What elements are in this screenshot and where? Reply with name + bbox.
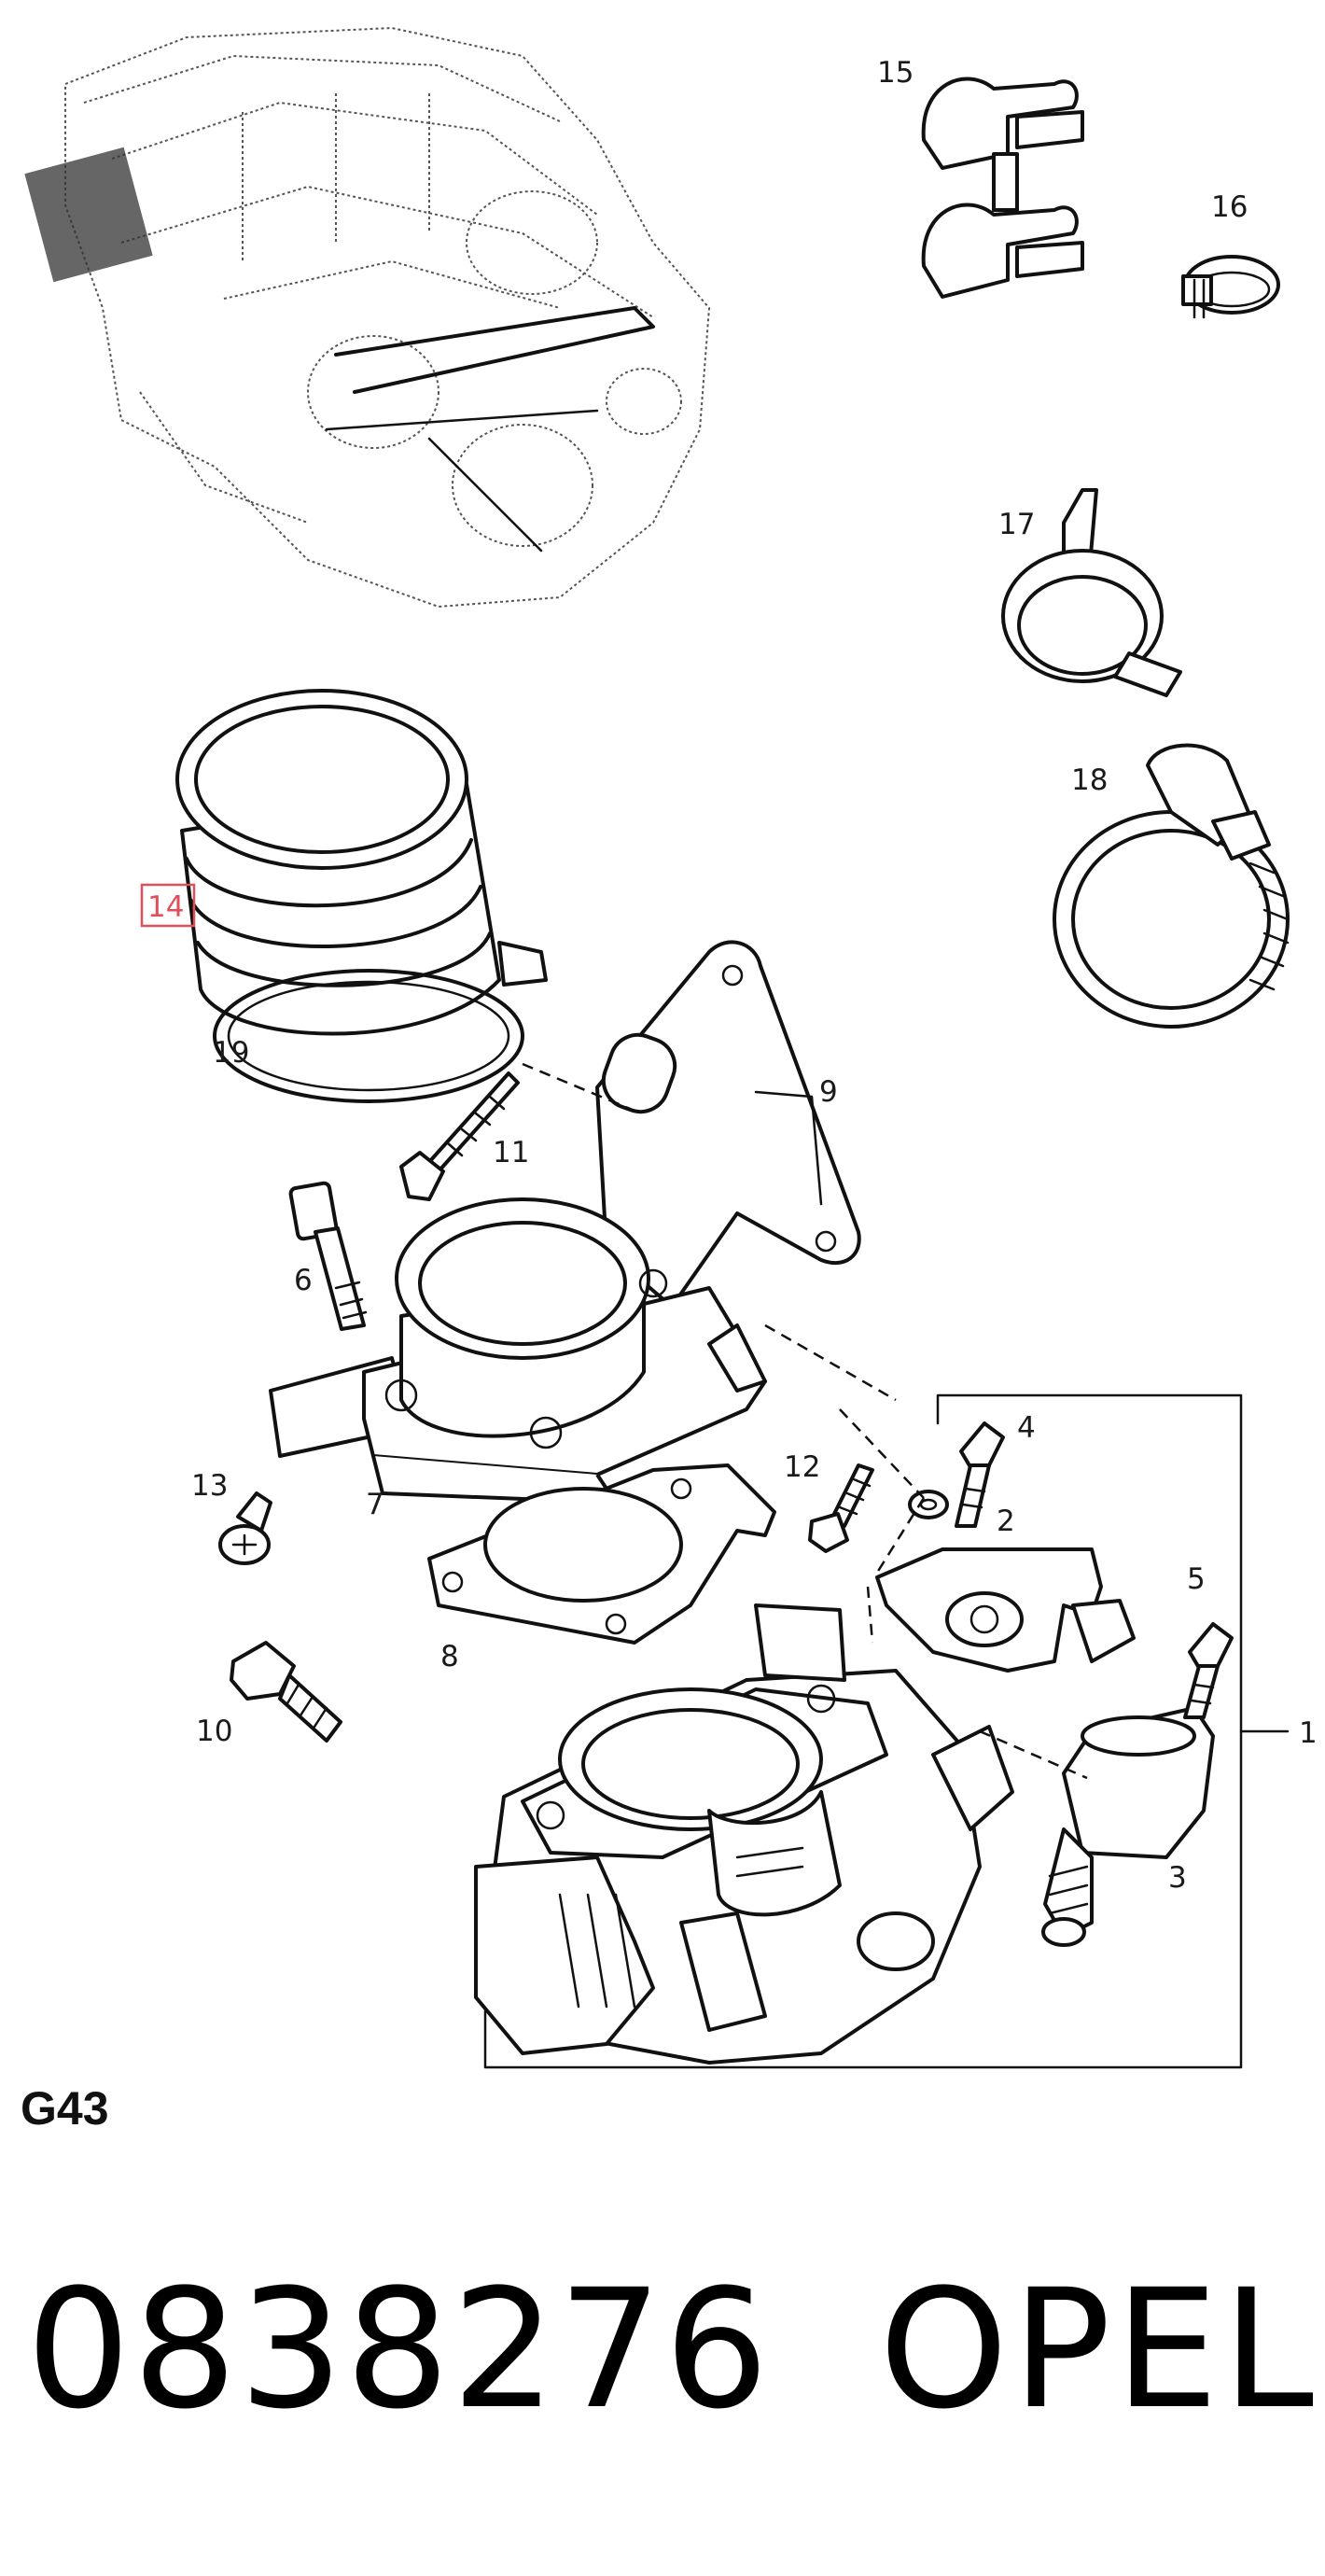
part-2-sensor <box>875 1547 1136 1673</box>
part-15-double-clip <box>921 77 1084 299</box>
callout-6[interactable]: 6 <box>294 1264 313 1297</box>
part-19-ring <box>213 969 524 1103</box>
engine-overview-sketch <box>24 26 711 609</box>
part-6-bolt <box>288 1181 368 1331</box>
callout-9[interactable]: 9 <box>819 1075 838 1109</box>
part-18-worm-clamp <box>1053 743 1290 1029</box>
callout-labels: 14 15 16 17 18 19 9 11 6 7 4 12 13 2 5 8… <box>140 56 1318 1895</box>
part-11-bolt <box>399 1071 520 1201</box>
callout-4[interactable]: 4 <box>1017 1411 1036 1445</box>
assembly-leader-lines <box>522 1062 1088 1780</box>
part-1-assembly-bracket <box>483 1393 1290 2069</box>
callout-10[interactable]: 10 <box>196 1715 232 1748</box>
part-number: 0838276 <box>26 2254 771 2445</box>
throttle-body-housing <box>474 1603 1014 2065</box>
part-14-intake-boot <box>175 689 548 1036</box>
part-13-screw <box>218 1491 272 1565</box>
callout-3[interactable]: 3 <box>1168 1861 1187 1895</box>
callout-5[interactable]: 5 <box>1187 1562 1206 1596</box>
callout-8[interactable]: 8 <box>440 1640 459 1673</box>
part-16-small-clamp <box>1181 255 1280 319</box>
callout-1[interactable]: 1 <box>1299 1716 1318 1750</box>
callout-2[interactable]: 2 <box>997 1505 1015 1538</box>
callout-13[interactable]: 13 <box>191 1469 228 1503</box>
part-17-band-clamp <box>1001 488 1182 697</box>
callout-7[interactable]: 7 <box>366 1488 384 1521</box>
part-9-bracket <box>595 940 861 1309</box>
part-12-bolt <box>808 1463 874 1553</box>
callout-15[interactable]: 15 <box>877 56 914 90</box>
brand-name: OPEL <box>879 2254 1318 2445</box>
callout-17[interactable]: 17 <box>998 508 1035 541</box>
part-3-idle-valve <box>1041 1706 1215 1947</box>
page-code: G43 <box>21 2082 109 2135</box>
part-5-screw <box>1183 1622 1234 1719</box>
part-8-gasket <box>427 1463 776 1645</box>
callout-14-highlight <box>140 883 196 928</box>
callout-18[interactable]: 18 <box>1071 763 1108 797</box>
callout-14[interactable]: 14 <box>147 890 184 924</box>
callout-16[interactable]: 16 <box>1211 190 1248 224</box>
callout-12[interactable]: 12 <box>784 1450 820 1484</box>
callout-11[interactable]: 11 <box>493 1136 529 1169</box>
part-4-screw-washer <box>908 1421 1005 1528</box>
part-10-screw <box>230 1641 342 1743</box>
callout-19[interactable]: 19 <box>213 1036 249 1070</box>
